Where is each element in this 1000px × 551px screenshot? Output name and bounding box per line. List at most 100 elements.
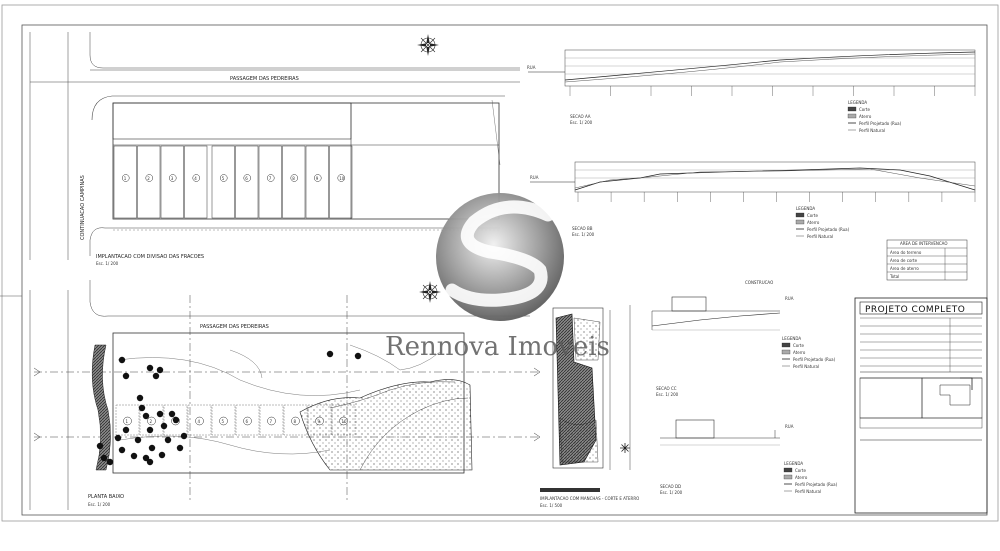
tree-marker <box>106 458 114 466</box>
watermark-text: Rennova Imoveis <box>385 332 610 362</box>
tree-marker <box>164 436 172 444</box>
section-bb-scale: Esc. 1/ 200 <box>572 232 595 237</box>
tree-marker <box>160 422 168 430</box>
inner-frame <box>21 24 988 516</box>
tree-marker <box>172 416 180 424</box>
tree-marker <box>180 432 188 440</box>
section-bb-caption: SECAO BB <box>572 226 593 231</box>
lot-8: 8 <box>283 404 308 436</box>
lot-number: 8 <box>294 419 297 424</box>
bottom-plan-street-label: PASSAGEM DAS PEDREIRAS <box>200 324 269 330</box>
tree-marker <box>100 454 108 462</box>
lot-number: 7 <box>270 419 273 424</box>
tree-marker <box>142 412 150 420</box>
top-plan-street-label: PASSAGEM DAS PEDREIRAS <box>230 76 299 82</box>
tree-markers <box>96 350 362 466</box>
area-table: AREA DE INTERVENCAO Area do terrenoArea … <box>886 239 968 281</box>
area-table-row: Total <box>889 274 899 279</box>
section-aa-caption: SECAO AA <box>570 114 591 119</box>
legend-item: Perfil Projetado (Rua) <box>807 227 850 232</box>
lot-number: 9 <box>318 419 321 424</box>
legend-item: Corte <box>807 213 818 218</box>
legend-item: Corte <box>859 107 870 112</box>
cut-fill-plan-caption: IMPLANTACAO COM MANCHAS - CORTE E ATERRO <box>540 496 639 501</box>
lot-number: 8 <box>292 176 295 181</box>
legend-item: Corte <box>793 343 804 348</box>
title-block: PROJETO COMPLETO <box>854 297 988 514</box>
area-table-row: Area de aterro <box>890 266 919 271</box>
section-cc-caption: SECAO CC <box>656 386 677 391</box>
lot-2: 2 <box>139 404 164 436</box>
section-aa-level-label: RUA <box>527 65 536 70</box>
lot-number: 6 <box>246 419 249 424</box>
lot-8: 8 <box>282 145 306 219</box>
legend-item: Corte <box>795 468 806 473</box>
section-dd: RUA SECAO DD Esc. 1/ 200 <box>660 419 794 495</box>
legend-item: Aterro <box>807 220 820 225</box>
section-dd-level-label: RUA <box>785 424 794 429</box>
lot-number: 5 <box>222 419 225 424</box>
tree-marker <box>138 404 146 412</box>
top-plan-caption: IMPLANTACAO COM DIVISAO DAS FRACOES <box>96 254 204 260</box>
section-dd-scale: Esc. 1/ 200 <box>660 490 683 495</box>
legend-item: Perfil Projetado (Rua) <box>793 357 836 362</box>
tree-marker <box>176 444 184 452</box>
legend-item: Aterro <box>859 114 872 119</box>
lot-6: 6 <box>235 145 259 219</box>
top-plan-scale: Esc. 1/ 200 <box>96 261 119 266</box>
legend-item: Perfil Natural <box>793 364 819 369</box>
section-bb: RUA SECAO BB Esc. 1/ 200 <box>530 161 976 237</box>
tree-marker <box>354 352 362 360</box>
legend-item: Perfil Projetado (Rua) <box>859 121 902 126</box>
area-table-row: Area de corte <box>890 258 918 263</box>
lot-9: 9 <box>305 145 329 219</box>
bottom-plan-scale: Esc. 1/ 200 <box>88 502 111 507</box>
section-aa: RUA SECAO AA Esc. 1/ 200 <box>527 49 976 125</box>
section-cc: CONSTRUCAO RUA SECAO CC Esc. 1/ 200 <box>651 280 794 397</box>
area-table-row: Area do terreno <box>890 250 922 255</box>
lot-6: 6 <box>235 404 260 436</box>
tree-marker <box>136 394 144 402</box>
tree-marker <box>130 452 138 460</box>
lot-number: 10 <box>342 419 348 424</box>
lot-number: 4 <box>194 176 197 181</box>
north-arrow-icon <box>419 281 441 303</box>
legend-title: LEGENDA <box>796 206 815 211</box>
section-cc-level-label: RUA <box>785 296 794 301</box>
cut-fill-plan: IMPLANTACAO COM MANCHAS - CORTE E ATERRO… <box>540 305 639 508</box>
tree-marker <box>142 454 150 462</box>
tree-marker <box>156 410 164 418</box>
lot-number: 2 <box>147 176 150 181</box>
tree-marker <box>118 446 126 454</box>
section-cc-header: CONSTRUCAO <box>745 280 773 285</box>
tree-marker <box>156 366 164 374</box>
section-bb-level-label: RUA <box>530 175 539 180</box>
lot-5: 5 <box>211 145 235 219</box>
legend-title: LEGENDA <box>782 336 801 341</box>
lot-number: 2 <box>150 419 153 424</box>
legend-title: LEGENDA <box>848 100 867 105</box>
lot-7: 7 <box>258 145 282 219</box>
legend-item: Perfil Natural <box>859 128 885 133</box>
section-cc-scale: Esc. 1/ 200 <box>656 392 679 397</box>
outer-frame <box>1 4 999 522</box>
tree-marker <box>122 372 130 380</box>
lot-10: 10 <box>331 404 356 436</box>
tree-marker <box>158 451 166 459</box>
section-dd-caption: SECAO DD <box>660 484 681 489</box>
lot-number: 3 <box>171 176 174 181</box>
cut-fill-plan-scale: Esc. 1/ 500 <box>540 503 563 508</box>
tree-marker <box>146 364 154 372</box>
lot-9: 9 <box>307 404 332 436</box>
project-title: PROJETO COMPLETO <box>865 305 965 315</box>
lot-3: 3 <box>160 145 184 219</box>
legend-item: Aterro <box>795 475 808 480</box>
lot-4: 4 <box>187 404 212 436</box>
